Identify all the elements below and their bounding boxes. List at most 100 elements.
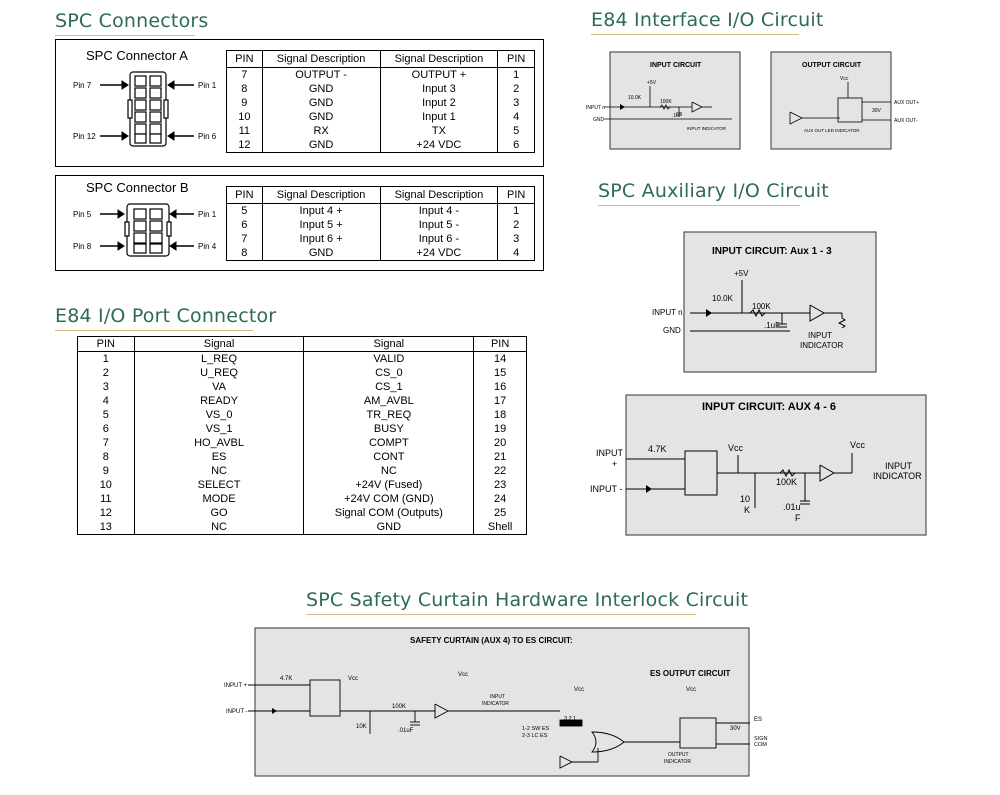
circuit-label: INPUT xyxy=(885,461,913,471)
circuit-label: SIGN xyxy=(754,736,767,742)
circuit-label: 100K xyxy=(776,477,797,487)
circuit-label: .1uF xyxy=(672,113,682,119)
col-header: PIN xyxy=(506,53,526,65)
circuit-label: INPUT xyxy=(490,694,505,700)
table-cell: RX xyxy=(262,124,381,138)
pin-label: Pin 1 xyxy=(198,81,217,90)
pin-label: Pin 7 xyxy=(73,81,92,90)
table-cell: 5 xyxy=(226,203,263,218)
connector-a-panel: SPC Connector A Pin 7 Pin 1 Pin 12 Pin 6… xyxy=(55,39,544,167)
circuit-label: AUX OUT+ xyxy=(894,100,919,106)
table-cell: 16 xyxy=(494,381,507,393)
table-cell: READY xyxy=(134,394,305,408)
table-cell: TR_REQ xyxy=(303,408,475,422)
table-cell: CS_0 xyxy=(303,366,475,380)
table-cell: 1 xyxy=(77,351,135,366)
table-cell: TX xyxy=(380,124,499,138)
circuit-label: INDICATOR xyxy=(664,759,691,765)
table-cell: OUTPUT + xyxy=(380,67,499,82)
aux46-circuit: INPUT CIRCUIT: AUX 4 - 6 INPUT + INPUT -… xyxy=(590,394,927,536)
table-cell: VALID xyxy=(303,351,475,366)
circuit-label: 30V xyxy=(872,108,882,114)
table-cell: 1 xyxy=(513,69,520,81)
table-cell: +24 VDC xyxy=(380,138,499,153)
table-cell: 7 xyxy=(226,232,263,246)
table-cell: 17 xyxy=(494,395,507,407)
connector-b-title: SPC Connector B xyxy=(86,180,189,195)
table-cell: Input 4 + xyxy=(262,203,381,218)
table-cell: 23 xyxy=(494,479,507,491)
circuit-label: INPUT - xyxy=(226,709,248,715)
circuit-label: INDICATOR xyxy=(873,471,922,481)
heading-underline xyxy=(591,34,799,35)
table-cell: Input 1 xyxy=(380,110,499,124)
table-cell: 7 xyxy=(77,436,135,450)
table-cell: Input 6 - xyxy=(380,232,499,246)
table-cell: AM_AVBL xyxy=(303,394,475,408)
table-cell: NC xyxy=(303,464,475,478)
table-cell: 13 xyxy=(77,520,135,535)
circuit-label: INPUT n xyxy=(586,105,605,111)
table-cell: 3 xyxy=(77,380,135,394)
table-cell: Input 4 - xyxy=(380,203,499,218)
heading-safety-curtain: SPC Safety Curtain Hardware Interlock Ci… xyxy=(306,589,748,615)
circuit-label: F xyxy=(795,513,801,523)
e84-input-circuit: INPUT CIRCUIT +5V 10.0K 100K .1uF INPUT … xyxy=(586,51,741,150)
table-cell: +24V (Fused) xyxy=(303,478,475,492)
table-cell: U_REQ xyxy=(134,366,305,380)
circuit-label: INPUT + xyxy=(224,683,248,689)
circuit-title: INPUT CIRCUIT xyxy=(650,62,702,69)
safety-curtain-circuit: SAFETY CURTAIN (AUX 4) TO ES CIRCUIT: ES… xyxy=(224,627,767,777)
col-header: PIN xyxy=(77,336,135,352)
pin-label: Pin 5 xyxy=(73,210,92,219)
table-cell: +24 VDC xyxy=(380,246,499,261)
circuit-label: INPUT xyxy=(596,448,624,458)
table-cell: 20 xyxy=(494,437,507,449)
table-cell: 18 xyxy=(494,409,507,421)
circuit-label: 10.0K xyxy=(628,95,642,101)
col-header: Signal xyxy=(303,336,475,352)
table-cell: Input 5 - xyxy=(380,218,499,232)
circuit-label: 1-2 SW ES xyxy=(522,726,550,732)
circuit-label: INPUT - xyxy=(590,484,622,494)
connector-plug-icon xyxy=(127,71,169,147)
table-cell: 15 xyxy=(494,367,507,379)
circuit-label: Vcc xyxy=(850,440,866,450)
table-cell: 6 xyxy=(77,422,135,436)
diode-icon xyxy=(706,309,712,317)
table-cell: GND xyxy=(262,246,381,261)
table-cell: Signal COM (Outputs) xyxy=(303,506,475,520)
table-cell: 6 xyxy=(226,218,263,232)
circuit-label: K xyxy=(744,505,750,515)
circuit-title: INPUT CIRCUIT: AUX 4 - 6 xyxy=(702,401,836,413)
circuit-title: INPUT CIRCUIT: Aux 1 - 3 xyxy=(712,246,832,257)
col-header: Signal xyxy=(134,336,305,352)
col-header: PIN xyxy=(490,338,510,350)
col-header: Signal Description xyxy=(262,50,381,68)
circuit-title: SAFETY CURTAIN (AUX 4) TO ES CIRCUIT: xyxy=(410,636,573,645)
table-cell: GND xyxy=(262,138,381,153)
circuit-label: INPUT INDICATOR xyxy=(687,126,727,131)
table-cell: +24V COM (GND) xyxy=(303,492,475,506)
table-cell: 1 xyxy=(513,205,520,217)
table-cell: VS_0 xyxy=(134,408,305,422)
circuit-label: 10 xyxy=(740,494,750,504)
table-cell: 3 xyxy=(513,233,520,245)
connector-a-diagram: Pin 7 Pin 1 Pin 12 Pin 6 xyxy=(73,71,217,147)
heading-underline xyxy=(55,330,253,331)
table-cell: 6 xyxy=(513,139,520,151)
table-cell: VS_1 xyxy=(134,422,305,436)
table-cell: 9 xyxy=(77,464,135,478)
table-cell: SELECT xyxy=(134,478,305,492)
